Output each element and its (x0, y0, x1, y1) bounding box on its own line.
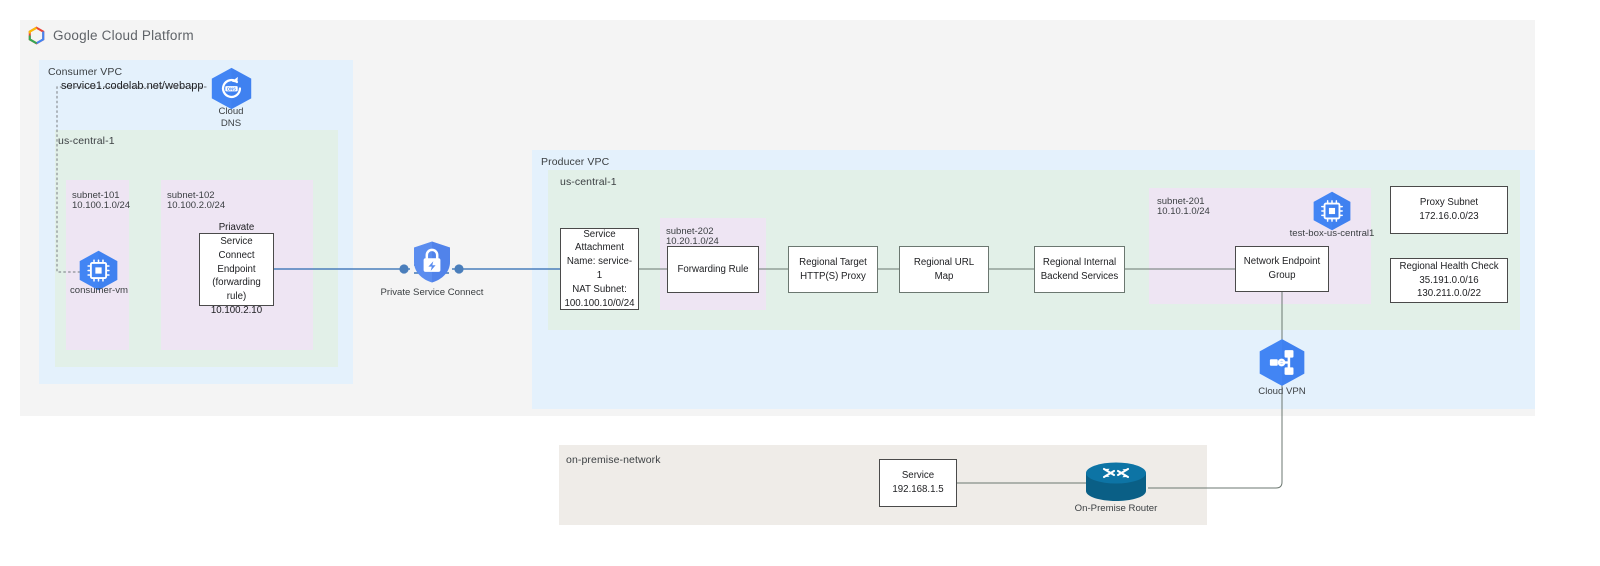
subnet-202-cidr: 10.20.1.0/24 (666, 236, 719, 247)
dns-url-label: service1.codelab.net/webapp (61, 80, 204, 92)
psc-endpoint-line4: 10.100.2.10 (210, 304, 263, 316)
google-cloud-hexagon-icon (28, 26, 45, 45)
regional-health-check-line2: 35.191.0.0/16 (1419, 274, 1479, 286)
forwarding-rule-label: Forwarding Rule (677, 263, 749, 275)
network-endpoint-group-line2: Group (1268, 270, 1296, 281)
regional-health-check-line1: Regional Health Check (1399, 260, 1499, 272)
network-endpoint-group-box[interactable]: Network Endpoint Group (1235, 246, 1329, 292)
regional-backend-services-line2: Backend Services (1040, 270, 1119, 282)
subnet-101-cidr: 10.100.1.0/24 (72, 200, 131, 211)
psc-endpoint-box[interactable]: Priavate Service Connect Endpoint (forwa… (199, 222, 274, 316)
cloud-vpn-label: Cloud VPN (1258, 386, 1306, 397)
service-attachment-line5: 100.100.10/0/24 (564, 297, 635, 309)
consumer-region-label: us-central-1 (58, 135, 115, 147)
subnet-102-name: subnet-102 (167, 190, 215, 201)
cloud-vpn-icon (1259, 339, 1305, 386)
regional-url-map-box[interactable]: Regional URL Map (899, 246, 989, 293)
compute-vm-icon (79, 250, 118, 291)
producer-vpc-label: Producer VPC (541, 156, 610, 168)
on-premise-service-line2: 192.168.1.5 (892, 484, 944, 495)
consumer-vm-label: consumer-vm (69, 285, 129, 296)
subnet-101-name: subnet-101 (72, 190, 120, 201)
cloud-dns-icon: DNS (211, 67, 252, 110)
cloud-dns-node[interactable]: DNS (209, 66, 254, 116)
psc-endpoint-line2: Connect Endpoint (217, 249, 256, 275)
consumer-vpc-label: Consumer VPC (48, 66, 123, 78)
psc-endpoint-line1: Priavate Service (218, 222, 255, 248)
on-premise-router-icon (1086, 462, 1146, 501)
private-service-connect-shield-icon (414, 241, 450, 283)
on-premise-service-box[interactable]: Service 192.168.1.5 (879, 459, 957, 507)
service-attachment-line4: NAT Subnet: (572, 283, 627, 295)
private-service-connect-label: Private Service Connect (380, 287, 484, 298)
proxy-subnet-box[interactable]: Proxy Subnet 172.16.0.0/23 (1390, 186, 1508, 234)
regional-target-proxy-line1: Regional Target (799, 256, 867, 268)
on-premise-router-label: On-Premise Router (1074, 503, 1158, 514)
regional-health-check-box[interactable]: Regional Health Check 35.191.0.0/16 130.… (1390, 258, 1508, 303)
proxy-subnet-line1: Proxy Subnet (1419, 197, 1479, 209)
regional-backend-services-box[interactable]: Regional Internal Backend Services (1034, 246, 1125, 293)
test-box-vm-label: test-box-us-central1 (1289, 228, 1375, 239)
cloud-dns-label-line1: Cloud (218, 106, 244, 117)
regional-target-proxy-line2: HTTP(S) Proxy (800, 270, 866, 282)
cloud-vpn-node[interactable] (1256, 337, 1308, 393)
on-premise-network-label: on-premise-network (566, 454, 661, 466)
subnet-102-cidr: 10.100.2.0/24 (167, 200, 226, 211)
service-attachment-line2: Attachment (574, 242, 624, 254)
private-service-connect-node[interactable] (411, 240, 453, 289)
on-premise-service-line1: Service (901, 470, 935, 482)
compute-vm-icon (1313, 191, 1351, 231)
cloud-dns-label-line2: DNS (220, 118, 242, 129)
consumer-vm-node[interactable] (77, 249, 120, 297)
service-attachment-box[interactable]: Service Attachment Name: service-1 NAT S… (560, 228, 639, 310)
subnet-202-name: subnet-202 (666, 226, 714, 237)
svg-text:DNS: DNS (227, 86, 236, 91)
psc-endpoint-line3: (forwarding rule) (212, 277, 261, 303)
regional-health-check-line3: 130.211.0.0/22 (1417, 288, 1481, 300)
regional-target-proxy-box[interactable]: Regional Target HTTP(S) Proxy (788, 246, 878, 293)
service-attachment-line3: Name: service-1 (566, 256, 633, 281)
subnet-201-cidr: 10.10.1.0/24 (1157, 206, 1210, 217)
gcp-wordmark: Google Cloud Platform (53, 28, 194, 43)
on-premise-router-node[interactable] (1084, 461, 1148, 508)
gcp-brand-logo: Google Cloud Platform (27, 26, 194, 45)
producer-region-label: us-central-1 (560, 176, 617, 188)
subnet-201-name: subnet-201 (1157, 196, 1205, 207)
regional-backend-services-line1: Regional Internal (1042, 256, 1117, 268)
regional-url-map-label: Regional URL Map (913, 256, 975, 282)
network-endpoint-group-line1: Network Endpoint (1243, 256, 1321, 268)
forwarding-rule-box[interactable]: Forwarding Rule (667, 246, 759, 293)
service-attachment-line1: Service (583, 228, 616, 240)
test-box-vm-node[interactable] (1311, 190, 1353, 237)
proxy-subnet-line2: 172.16.0.0/23 (1419, 211, 1479, 222)
